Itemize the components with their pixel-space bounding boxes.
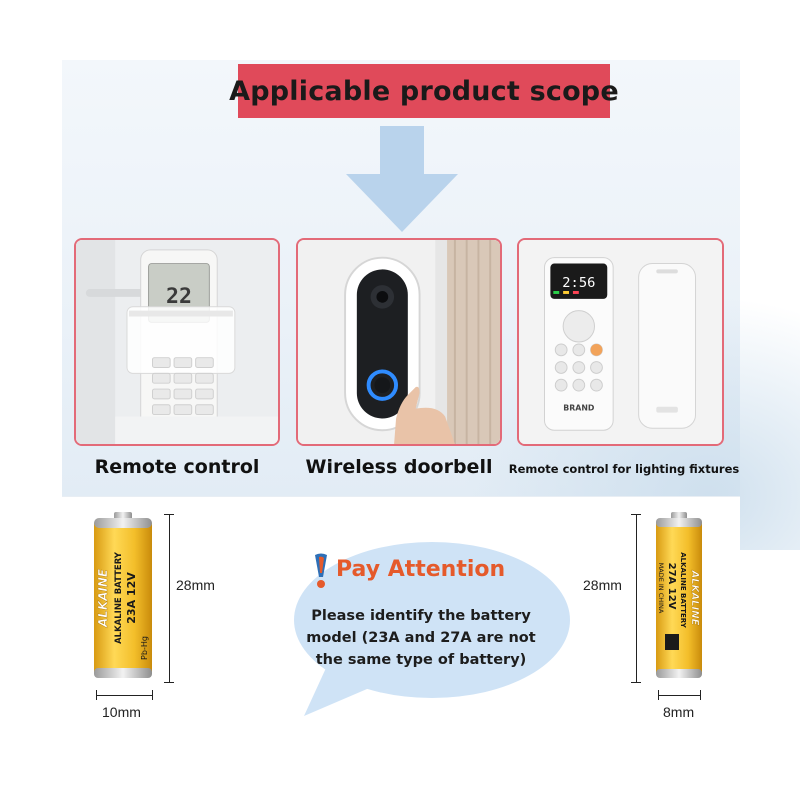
- product-card-lighting-remote: 2:56 BRAND: [517, 238, 724, 446]
- product-card-wireless-doorbell: [296, 238, 502, 446]
- banner-title: Applicable product scope: [229, 75, 619, 107]
- attention-bubble: [282, 540, 572, 720]
- product-card-remote-control: 22: [74, 238, 280, 446]
- lighting-remote-icon: 2:56 BRAND: [519, 240, 722, 444]
- dim-23a-width-right-tick: [152, 690, 153, 700]
- battery-23a-brand: ALKAINE: [96, 568, 110, 628]
- scope-banner: Applicable product scope: [229, 64, 619, 118]
- dim-23a-width-line: [96, 695, 152, 696]
- attention-title: Pay Attention: [336, 557, 506, 582]
- battery-27a-model: 27A 12V: [666, 563, 677, 610]
- battery-27a-icon: ALKALINE ALKALINE BATTERY 27A 12V MADE I…: [656, 512, 702, 678]
- battery-27a-type: ALKALINE BATTERY: [679, 552, 687, 629]
- air-conditioner-remote-icon: 22: [76, 240, 278, 444]
- caption-lighting-remote: Remote control for lighting fixtures: [508, 462, 740, 476]
- battery-23a: ALKAINE ALKALINE BATTERY 23A 12V Pb-Hg: [92, 512, 154, 684]
- recycle-mark: [665, 634, 679, 650]
- down-arrow-icon: [346, 126, 458, 232]
- battery-27a-brand: ALKALINE: [689, 570, 700, 626]
- attention-body: Please identify the battery model (23A a…: [306, 608, 536, 668]
- dim-27a-height-line: [636, 514, 637, 682]
- caption-wireless-doorbell: Wireless doorbell: [305, 456, 493, 478]
- lighting-remote-brand: BRAND: [563, 404, 595, 413]
- lighting-remote-display: 2:56: [562, 275, 595, 291]
- battery-27a-height-label: 28mm: [583, 577, 622, 593]
- video-doorbell-icon: [298, 240, 500, 444]
- battery-27a-origin: MADE IN CHINA: [657, 563, 665, 614]
- dim-23a-height-bottom-tick: [164, 682, 174, 683]
- battery-23a-icon: ALKAINE ALKALINE BATTERY 23A 12V Pb-Hg: [94, 512, 152, 678]
- dim-27a-width-right-tick: [700, 690, 701, 700]
- battery-23a-width-label: 10mm: [102, 704, 141, 720]
- exclamation-icon: [315, 553, 327, 588]
- battery-23a-model: 23A 12V: [125, 572, 138, 624]
- remote-display-text: 22: [166, 284, 192, 309]
- battery-27a-width-label: 8mm: [663, 704, 695, 720]
- battery-23a-mark: Pb-Hg: [140, 636, 149, 660]
- dim-23a-height-line: [169, 514, 170, 682]
- dim-27a-width-line: [658, 695, 700, 696]
- battery-23a-height-label: 28mm: [176, 577, 215, 593]
- battery-23a-type: ALKALINE BATTERY: [114, 551, 124, 644]
- caption-remote-control: Remote control: [94, 456, 260, 478]
- dim-27a-height-bottom-tick: [631, 682, 641, 683]
- battery-27a: ALKALINE ALKALINE BATTERY 27A 12V MADE I…: [654, 512, 704, 684]
